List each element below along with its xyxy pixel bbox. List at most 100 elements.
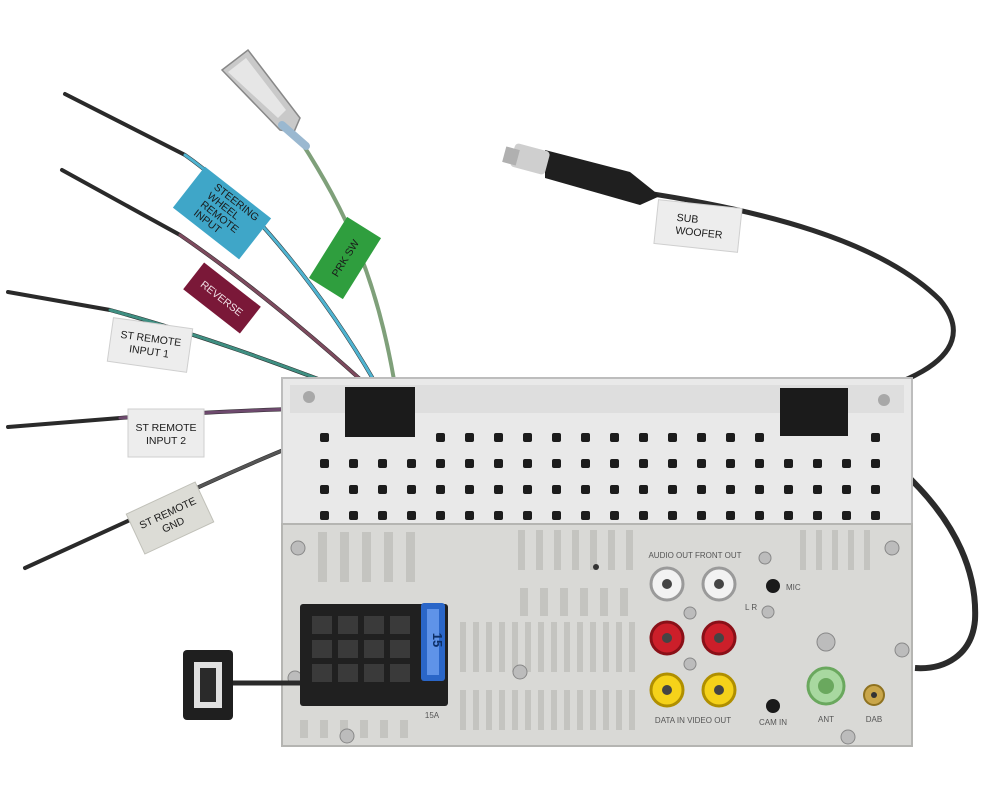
rca-front-out-left xyxy=(649,620,685,656)
perforation-hole xyxy=(639,459,648,468)
heat-sink-fin xyxy=(380,720,388,738)
heat-sink-fin xyxy=(400,720,408,738)
perforation-hole xyxy=(813,511,822,520)
chassis-top-plate xyxy=(281,377,913,527)
perforation-hole xyxy=(320,511,329,520)
heat-sink-fin xyxy=(362,532,371,582)
perforation-hole xyxy=(639,433,648,442)
heat-sink-fin xyxy=(608,530,615,570)
perforation-hole xyxy=(523,433,532,442)
perforation-hole xyxy=(726,459,735,468)
perforation-hole xyxy=(668,511,677,520)
heat-sink-fin xyxy=(620,588,628,616)
heat-sink-fin xyxy=(626,530,633,570)
svg-text:15A: 15A xyxy=(425,711,440,720)
perforation-hole xyxy=(494,433,503,442)
perforation-hole xyxy=(581,433,590,442)
svg-text:CAM IN: CAM IN xyxy=(759,718,787,727)
heat-sink-fin xyxy=(577,622,583,672)
cable-grommet-right xyxy=(780,388,848,436)
heat-sink-fin xyxy=(340,720,348,738)
mic-jack: MIC xyxy=(766,579,801,593)
heat-sink-fin xyxy=(538,622,544,672)
perforation-hole xyxy=(436,485,445,494)
perforation-holes xyxy=(320,433,880,520)
iso-power-connector: 15 15A xyxy=(300,603,448,720)
perforation-hole xyxy=(320,485,329,494)
rca-front-out-right xyxy=(701,620,737,656)
heat-sink-fin xyxy=(460,622,466,672)
svg-text:INPUT 1: INPUT 1 xyxy=(128,343,170,360)
perforation-hole xyxy=(494,459,503,468)
perforation-hole xyxy=(465,511,474,520)
perforation-hole xyxy=(871,459,880,468)
rca-video-in xyxy=(649,672,685,708)
heat-sink-fin xyxy=(551,690,557,730)
heat-sink-fin xyxy=(832,530,838,570)
perforation-hole xyxy=(784,485,793,494)
heat-sink-fin xyxy=(590,530,597,570)
heat-sink-fin xyxy=(603,690,609,730)
camera-jack: CAM IN xyxy=(759,699,787,727)
rca-plug-icon xyxy=(502,143,660,205)
heat-sink-fin xyxy=(525,622,531,672)
perforation-hole xyxy=(755,459,764,468)
heat-sink-fins xyxy=(300,530,870,738)
heat-sink-fin xyxy=(499,690,505,730)
perforation-hole xyxy=(813,485,822,494)
heat-sink-fin xyxy=(406,532,415,582)
perforation-hole xyxy=(697,433,706,442)
heat-sink-fin xyxy=(536,530,543,570)
heat-sink-fin xyxy=(512,622,518,672)
perforation-hole xyxy=(523,459,532,468)
heat-sink-fin xyxy=(848,530,854,570)
heat-sink-fin xyxy=(590,622,596,672)
perforation-hole xyxy=(639,485,648,494)
perforation-hole xyxy=(552,511,561,520)
perforation-hole xyxy=(581,511,590,520)
perforation-hole xyxy=(610,433,619,442)
perforation-hole xyxy=(552,459,561,468)
heat-sink-fin xyxy=(486,622,492,672)
label-st-remote-gnd: ST REMOTE GND xyxy=(125,481,215,555)
svg-text:ST REMOTE: ST REMOTE xyxy=(135,422,196,434)
heat-sink-fin xyxy=(564,622,570,672)
heat-sink-fin xyxy=(473,622,479,672)
heat-sink-fin xyxy=(600,588,608,616)
heat-sink-fin xyxy=(572,530,579,570)
heat-sink-fin xyxy=(560,588,568,616)
perforation-hole xyxy=(871,433,880,442)
perforation-hole xyxy=(349,459,358,468)
fuse: 15 xyxy=(421,603,445,681)
svg-text:WOOFER: WOOFER xyxy=(675,225,724,242)
heat-sink-fin xyxy=(318,532,327,582)
perforation-hole xyxy=(407,459,416,468)
svg-text:INPUT 2: INPUT 2 xyxy=(146,435,186,447)
heat-sink-fin xyxy=(473,690,479,730)
heat-sink-fin xyxy=(551,622,557,672)
heat-sink-fin xyxy=(554,530,561,570)
label-steering: STEERING WHEEL REMOTE INPUT xyxy=(172,166,272,260)
perforation-hole xyxy=(784,511,793,520)
perforation-hole xyxy=(465,485,474,494)
heat-sink-fin xyxy=(525,690,531,730)
dab-connector: DAB xyxy=(863,684,885,724)
heat-sink-fin xyxy=(816,530,822,570)
heat-sink-fin xyxy=(616,690,622,730)
perforation-hole xyxy=(668,433,677,442)
perforation-hole xyxy=(494,485,503,494)
perforation-hole xyxy=(465,433,474,442)
perforation-hole xyxy=(349,511,358,520)
usb-cable xyxy=(183,650,300,720)
perforation-hole xyxy=(494,511,503,520)
heat-sink-fin xyxy=(577,690,583,730)
perforation-hole xyxy=(726,485,735,494)
label-reverse: REVERSE xyxy=(183,262,261,334)
perforation-hole xyxy=(436,459,445,468)
heat-sink-fin xyxy=(340,532,349,582)
heat-sink-fin xyxy=(512,690,518,730)
perforation-hole xyxy=(610,459,619,468)
svg-text:L R: L R xyxy=(745,603,757,612)
heat-sink-fin xyxy=(590,690,596,730)
